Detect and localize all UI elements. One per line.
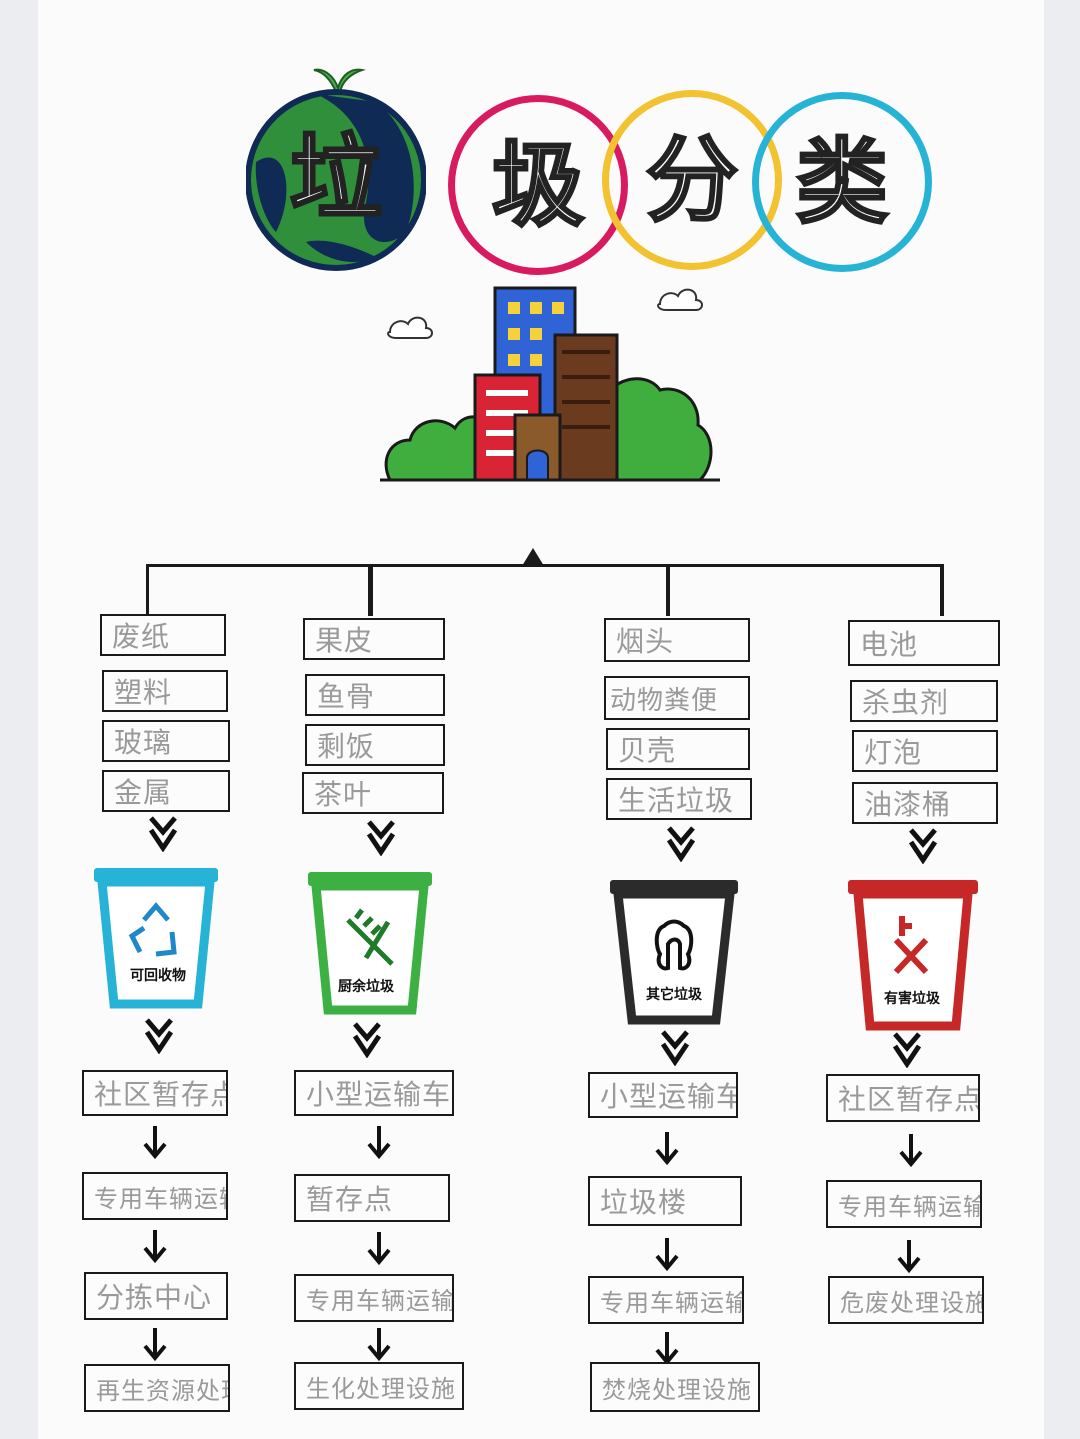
flow-step: 再生资源处理 xyxy=(84,1364,230,1412)
title-area: 垃 圾 分 类 xyxy=(0,0,1080,300)
item-box: 灯泡 xyxy=(852,730,998,772)
down-arrow-icon xyxy=(352,1022,382,1058)
connector-drop-2 xyxy=(368,564,373,616)
title-char-1: 垃 xyxy=(288,123,383,234)
title-char-3: 分 xyxy=(644,125,739,236)
item-box: 玻璃 xyxy=(102,720,230,762)
item-box: 金属 xyxy=(102,770,230,812)
connector-drop-4 xyxy=(940,564,944,616)
fish-bone-icon xyxy=(346,908,394,966)
item-box: 鱼骨 xyxy=(305,674,445,716)
connector-horizontal xyxy=(146,564,943,567)
trash-pile-icon xyxy=(654,919,694,971)
flow-step: 专用车辆运输 xyxy=(588,1276,744,1324)
down-arrow-icon xyxy=(660,1030,690,1066)
cloud-icon xyxy=(657,288,703,311)
title-ring-4 xyxy=(752,92,932,272)
recycle-icon xyxy=(128,902,177,957)
flow-step: 社区暂存点 xyxy=(82,1070,228,1116)
flow-step: 专用车辆运输 xyxy=(826,1180,982,1228)
down-arrow-icon xyxy=(367,1126,391,1160)
down-arrow-icon xyxy=(143,1328,167,1362)
bin-label-recyclable: 可回收物 xyxy=(130,968,186,984)
down-arrow-icon xyxy=(366,820,396,856)
hazard-cross-icon xyxy=(893,916,929,975)
down-arrow-icon xyxy=(143,1230,167,1264)
flow-step: 暂存点 xyxy=(294,1174,450,1222)
item-box: 电池 xyxy=(848,620,1000,666)
bin-label-kitchen: 厨余垃圾 xyxy=(338,979,394,995)
item-box: 塑料 xyxy=(102,670,228,712)
down-arrow-icon xyxy=(666,826,696,862)
down-arrow-icon xyxy=(143,1126,167,1160)
globe-icon xyxy=(246,68,426,271)
flow-step: 小型运输车 xyxy=(588,1072,738,1118)
down-arrow-icon xyxy=(892,1032,922,1068)
item-box: 烟头 xyxy=(604,618,750,662)
flow-step: 危废处理设施 xyxy=(828,1276,984,1324)
bin-label-hazardous: 有害垃圾 xyxy=(884,991,940,1007)
title-char-2: 圾 xyxy=(490,130,585,241)
item-box: 动物粪便 xyxy=(604,676,750,720)
flow-step: 分拣中心 xyxy=(84,1272,228,1320)
down-arrow-icon xyxy=(367,1232,391,1266)
city-illustration xyxy=(380,286,720,482)
down-arrow-icon xyxy=(908,828,938,864)
flow-step: 社区暂存点 xyxy=(826,1074,980,1122)
item-box: 茶叶 xyxy=(302,772,444,814)
hazardous-bin xyxy=(848,880,978,1031)
item-box: 杀虫剂 xyxy=(850,680,998,722)
connector-drop-1 xyxy=(146,564,149,614)
item-box: 废纸 xyxy=(100,614,226,656)
flow-step: 焚烧处理设施 xyxy=(590,1362,760,1412)
kitchen-bin xyxy=(308,872,432,1015)
recyclable-bin xyxy=(94,868,218,1009)
down-arrow-icon xyxy=(655,1332,679,1366)
item-box: 贝壳 xyxy=(606,728,750,770)
down-arrow-icon xyxy=(899,1134,923,1168)
connector-drop-3 xyxy=(666,564,670,616)
other-bin xyxy=(610,880,738,1025)
flow-step: 专用车辆运输 xyxy=(294,1274,454,1322)
title-char-4: 类 xyxy=(794,127,889,238)
flow-step: 垃圾楼 xyxy=(588,1176,742,1226)
item-box: 油漆桶 xyxy=(852,782,998,824)
item-box: 生活垃圾 xyxy=(606,778,752,820)
connector-peak xyxy=(522,548,544,566)
item-box: 果皮 xyxy=(303,618,445,660)
item-box: 剩饭 xyxy=(305,724,445,766)
down-arrow-icon xyxy=(144,1018,174,1054)
bin-label-other: 其它垃圾 xyxy=(646,987,702,1003)
flow-step: 生化处理设施 xyxy=(294,1362,464,1410)
down-arrow-icon xyxy=(897,1240,921,1274)
down-arrow-icon xyxy=(655,1132,679,1166)
flow-step: 小型运输车 xyxy=(294,1070,454,1116)
down-arrow-icon xyxy=(655,1238,679,1272)
down-arrow-icon xyxy=(367,1328,391,1362)
down-arrow-icon xyxy=(148,816,178,852)
cloud-icon xyxy=(387,316,433,339)
flow-step: 专用车辆运输 xyxy=(82,1172,228,1220)
